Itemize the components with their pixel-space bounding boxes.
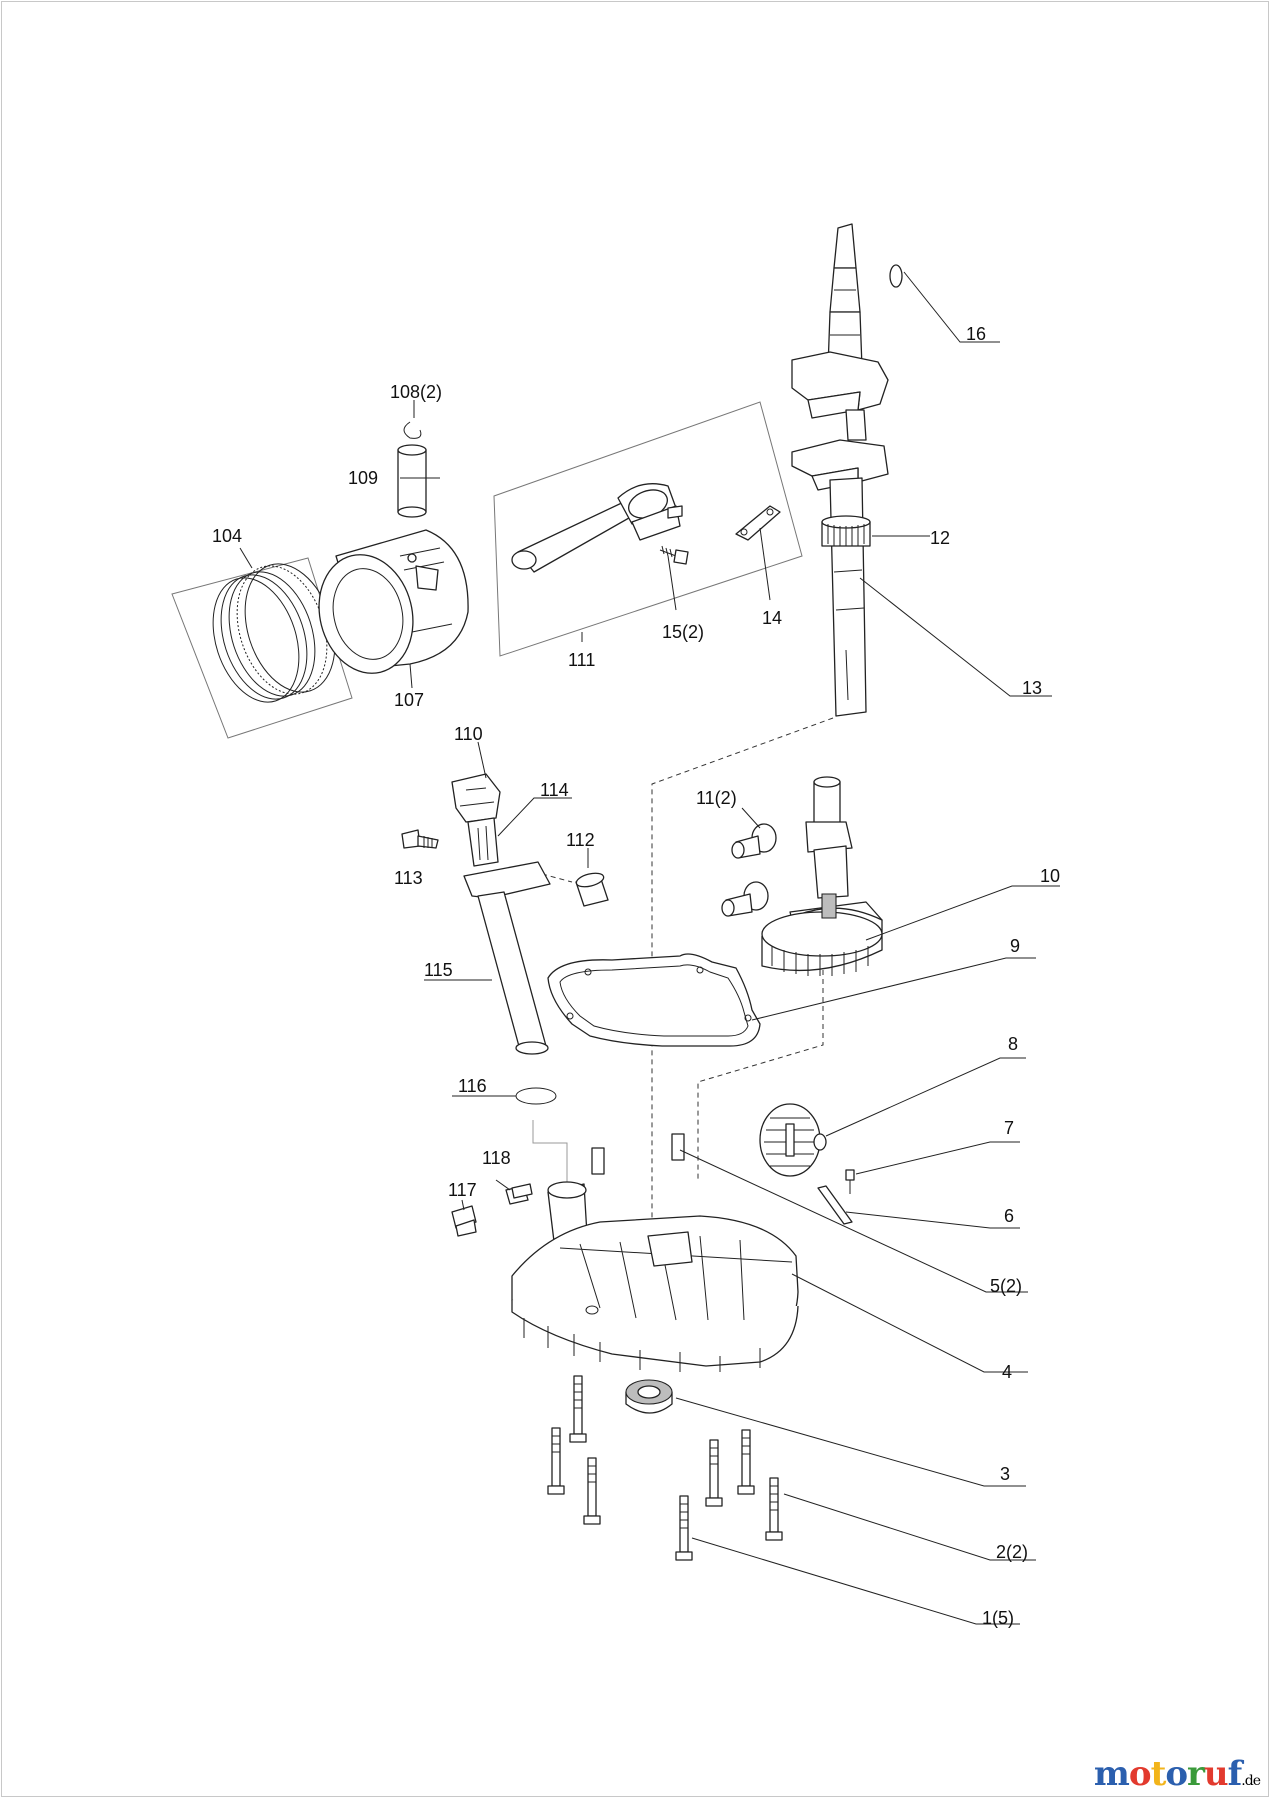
oil-fill-tube-part	[463, 861, 551, 1055]
shoulder-bolt-upper	[731, 823, 777, 859]
oil-seal-part	[625, 1379, 673, 1414]
dowel-pin-left	[591, 1147, 605, 1175]
connecting-rod-bolt-part	[659, 545, 689, 565]
label-4: 4	[1002, 1362, 1012, 1382]
dowel-pin-right	[671, 1133, 685, 1161]
label-111: 111	[568, 650, 595, 670]
logo-letter: m	[1093, 1754, 1130, 1794]
connecting-rod-part	[511, 483, 683, 573]
label-16: 16	[966, 324, 986, 344]
woodruff-key-part	[889, 264, 903, 288]
label-1: 1(5)	[982, 1608, 1014, 1628]
label-5: 5(2)	[990, 1276, 1022, 1296]
short-bolt-1	[675, 1495, 693, 1561]
cover-bolt-1	[569, 1375, 587, 1443]
shoulder-bolt-lower	[721, 881, 769, 917]
label-12: 12	[930, 528, 950, 548]
label-104: 104	[212, 526, 242, 546]
camshaft-gear-part	[761, 776, 883, 976]
piston-clip-part	[403, 421, 422, 439]
label-115: 115	[424, 960, 453, 980]
label-110: 110	[454, 724, 483, 744]
logo-letter: o	[1128, 1754, 1152, 1794]
dipstick-cap-part	[451, 773, 501, 823]
crankshaft-gear-part	[821, 515, 871, 547]
label-117: 117	[448, 1180, 477, 1200]
logo-letter: t	[1150, 1754, 1167, 1794]
label-15: 15(2)	[662, 622, 704, 642]
label-107: 107	[394, 690, 424, 710]
dipstick-rod-part	[467, 817, 499, 867]
piston-part	[318, 529, 469, 674]
crankcase-cover-part	[511, 1181, 799, 1372]
logo-letter: f	[1227, 1754, 1243, 1794]
cover-bolt-2	[547, 1427, 565, 1495]
label-8: 8	[1008, 1034, 1018, 1054]
logo-tld: .de	[1241, 1773, 1261, 1789]
cover-bolt-3	[583, 1457, 601, 1525]
assembly-guide-gear	[697, 970, 824, 1180]
label-3: 3	[1000, 1464, 1010, 1484]
piston-pin-part	[397, 444, 427, 518]
label-109: 109	[348, 468, 378, 488]
label-2: 2(2)	[996, 1542, 1028, 1562]
label-9: 9	[1010, 936, 1020, 956]
label-6: 6	[1004, 1206, 1014, 1226]
cover-bolt-4	[705, 1439, 723, 1507]
label-118: 118	[482, 1148, 511, 1168]
part-labels: 16 12 13 14 15(2) 111 108(2) 109 104 107…	[212, 324, 1060, 1628]
o-ring-part	[515, 1087, 557, 1105]
gasket-part	[547, 953, 761, 1047]
logo-letter: u	[1203, 1754, 1229, 1794]
label-116: 116	[458, 1076, 487, 1096]
assembly-guide-crankshaft	[651, 717, 834, 1252]
flange-bolt-part	[401, 829, 439, 849]
oil-plug-part	[505, 1183, 533, 1205]
spring-clip-part	[817, 1185, 853, 1225]
governor-plate-part	[759, 1103, 827, 1177]
label-113: 113	[394, 868, 423, 888]
rubber-sleeve-part	[575, 872, 609, 907]
crankshaft-part	[791, 223, 889, 717]
oil-drain-plug-part	[451, 1205, 477, 1237]
label-10: 10	[1040, 866, 1060, 886]
logo-letter: r	[1187, 1754, 1205, 1794]
logo-wordmark: motoruf	[1093, 1754, 1243, 1794]
leader-lines	[239, 271, 1060, 1625]
piston-ring-set-box	[171, 557, 353, 739]
label-11: 11(2)	[696, 788, 737, 808]
label-108: 108(2)	[390, 382, 442, 402]
label-7: 7	[1004, 1118, 1014, 1138]
label-112: 112	[566, 830, 595, 850]
short-bolt-2	[765, 1477, 783, 1541]
label-114: 114	[540, 780, 569, 800]
label-14: 14	[762, 608, 782, 628]
cover-bolt-5	[737, 1429, 755, 1495]
small-screw-part	[845, 1169, 855, 1194]
motoruf-logo: motoruf.de	[1093, 1754, 1261, 1794]
lock-plate-part	[735, 505, 781, 541]
logo-letter: o	[1165, 1754, 1188, 1794]
connecting-rod-set-box	[493, 401, 803, 657]
assembly-guide-oil-fill	[532, 1120, 568, 1188]
label-13: 13	[1022, 678, 1042, 698]
